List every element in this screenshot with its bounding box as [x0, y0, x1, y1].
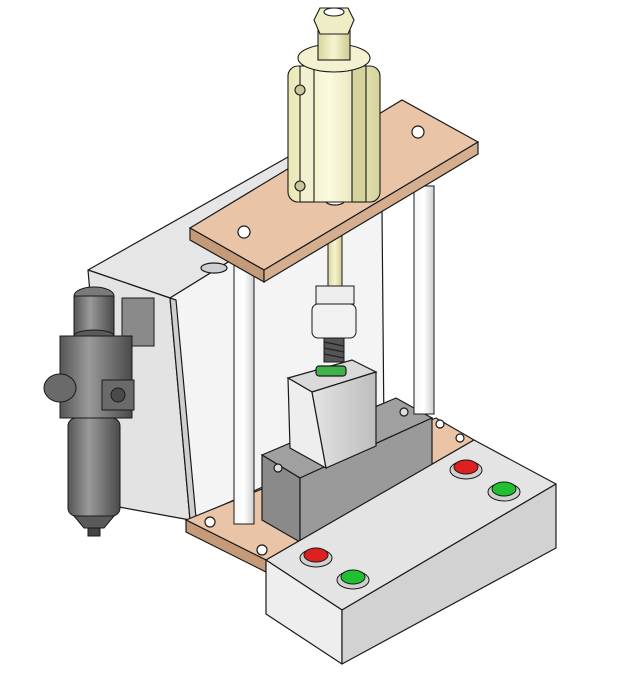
cylinder-port — [294, 180, 306, 192]
control-box — [265, 439, 557, 665]
filter-adjust-knob — [43, 373, 77, 403]
cylinder-top-nut — [313, 7, 355, 35]
plate-hole — [411, 125, 425, 139]
workpiece-block — [286, 359, 378, 470]
base-hole — [204, 516, 216, 528]
floating-joint — [311, 303, 357, 339]
plate-hole — [237, 225, 251, 239]
air-filter-regulator — [43, 286, 155, 537]
base-hole — [435, 419, 445, 429]
control-box-side — [341, 483, 557, 665]
cylinder-nose — [317, 29, 351, 61]
cylinder-port — [294, 84, 306, 96]
filter-drain — [87, 527, 101, 537]
pneumatic-cylinder — [287, 7, 381, 203]
guide-pillar-front — [233, 259, 255, 525]
block-side — [311, 371, 377, 469]
flange-slot — [200, 262, 228, 274]
guide-pillar-rear — [413, 185, 435, 415]
rod-nut — [315, 285, 355, 305]
start-button-right[interactable] — [487, 481, 521, 502]
filter-cap — [73, 295, 115, 337]
filter-bowl — [67, 417, 121, 517]
die-bolt — [399, 407, 409, 417]
stop-button-right[interactable] — [449, 459, 483, 480]
start-button-left[interactable] — [336, 569, 370, 590]
base-hole — [256, 544, 268, 556]
filter-gauge-port — [110, 387, 126, 403]
green-locator-ring — [315, 365, 347, 377]
stop-button-left[interactable] — [299, 547, 333, 568]
base-hole — [455, 433, 465, 443]
die-bolt — [273, 463, 283, 473]
